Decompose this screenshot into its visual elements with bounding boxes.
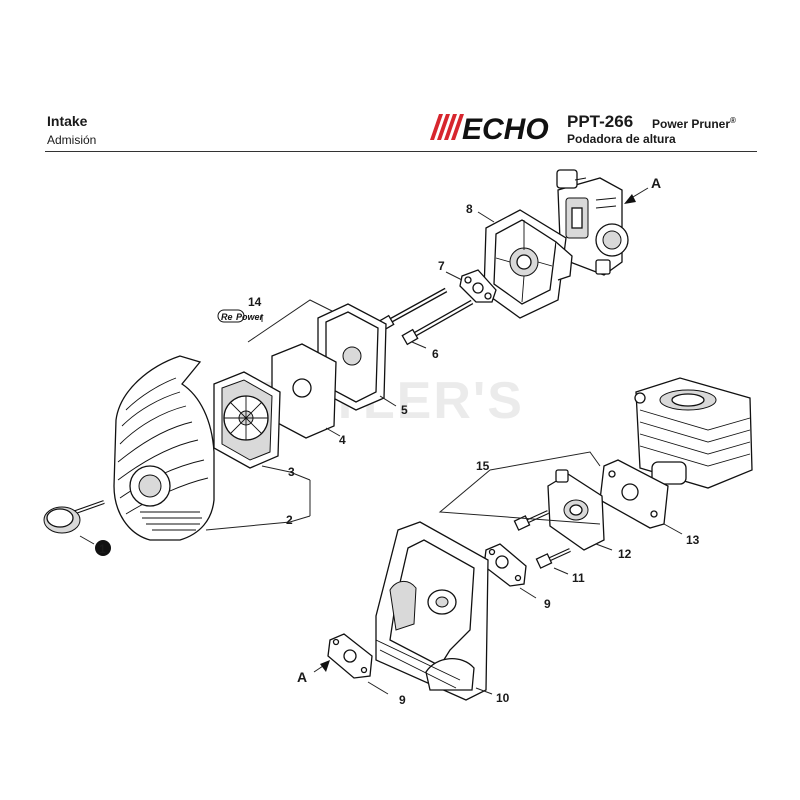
leader-4 [325,427,341,437]
filter-screen [213,371,281,469]
leader-10 [475,687,493,695]
leader-9-lower [367,681,389,695]
callout-5: 5 [401,403,408,417]
leader-1 [79,535,95,545]
callout-8: 8 [466,202,473,216]
long-bolts [377,287,474,346]
air-cleaner-cover [113,355,215,541]
callout-15: 15 [476,459,490,473]
model-name: Power Pruner® [652,116,736,131]
model-name-text: Power Pruner [652,117,731,131]
leader-15-top [489,451,601,471]
reference-a-bottom: A [297,669,307,685]
callout-9-upper: 9 [544,597,551,611]
callout-6: 6 [432,347,439,361]
callout-2: 2 [286,513,293,527]
svg-text:Re: Re [221,312,233,322]
echo-logo: ECHO [420,112,560,147]
logo-wordmark: ECHO [462,113,549,142]
callout-13: 13 [686,533,700,547]
callout-7: 7 [438,259,445,273]
callout-9-lower: 9 [399,693,406,707]
callout-1: 1 [99,542,106,556]
filter-element [271,343,337,439]
logo-stripes [430,114,464,140]
page-header: Intake Admisión ECHO PPT-266 Power Prune… [0,0,800,160]
repower-badge: Re Power [217,309,264,323]
carburetor [556,169,629,276]
callout-14: 14 [248,295,262,309]
section-title: Intake [47,113,88,129]
leader-7 [445,271,463,281]
leader-15-bracket [438,469,601,525]
gasket-upper [483,543,527,587]
leader-9-upper [519,587,537,599]
reference-a-top: A [651,175,661,191]
arrow-a-bottom [320,660,330,672]
short-bolts [513,510,571,569]
leader-3 [261,465,311,481]
callout-3: 3 [288,465,295,479]
section-title-spanish: Admisión [47,133,97,147]
registered-mark: ® [730,116,736,125]
intake-insulator [547,469,605,551]
arrow-a-top [624,194,636,204]
model-name-spanish: Podadora de altura [567,132,676,146]
leader-2 [205,515,311,531]
callout-4: 4 [339,433,346,447]
header-divider [45,151,757,152]
leader-8 [477,211,495,223]
callout-12: 12 [618,547,632,561]
callout-1-badge [95,540,111,556]
engine-cylinder [634,377,753,489]
cover-knob [43,500,105,534]
leader-11 [553,567,569,575]
repower-label: Power [236,312,264,322]
leader-12 [595,543,613,551]
model-number: PPT-266 [567,112,634,131]
leader-5 [379,395,397,407]
leader-13 [663,523,683,535]
callout-11: 11 [572,571,585,585]
leader-6 [411,341,427,349]
air-cleaner-case [375,521,489,701]
echo-logo-mark: ECHO [430,113,549,146]
gasket-lower [327,633,373,679]
callout-10: 10 [496,691,510,705]
small-gasket [459,269,497,303]
